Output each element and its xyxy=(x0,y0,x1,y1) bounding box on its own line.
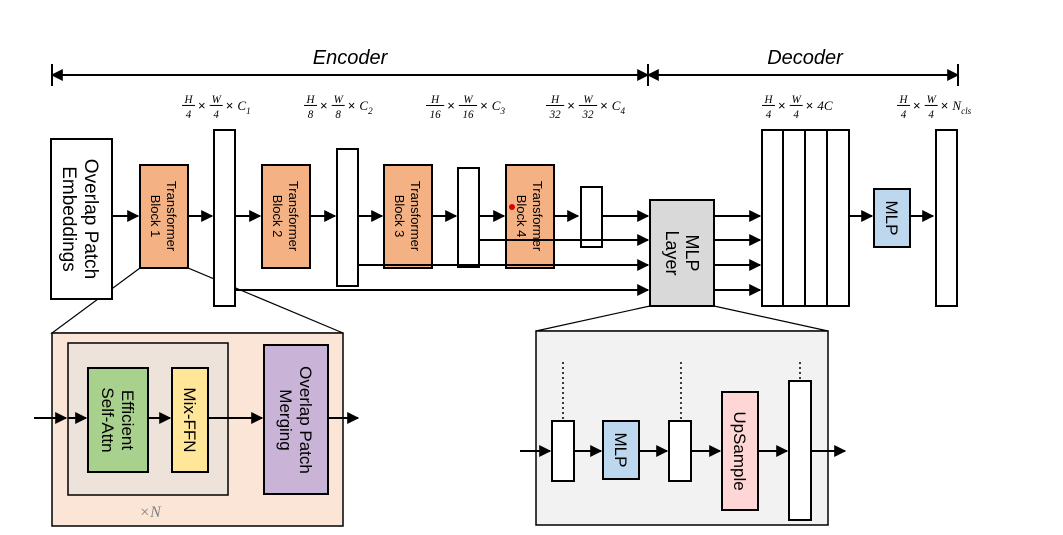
efficient-self-attn: Efficient Self-Attn xyxy=(87,367,149,473)
frac-w-den: 4 xyxy=(213,109,219,121)
frac-h-num: H xyxy=(430,94,440,106)
times-sign: × xyxy=(447,98,455,113)
times-sign: × xyxy=(320,98,328,113)
shape-label-s2: H8×W8×C2 xyxy=(304,94,373,121)
feature-map-1 xyxy=(213,129,236,307)
frac-h-den: 16 xyxy=(430,109,442,121)
times-sign: × xyxy=(198,98,206,113)
channel-label: C1 xyxy=(237,98,250,116)
times-sign: × xyxy=(348,98,356,113)
decoder-mlp: MLP xyxy=(602,420,640,480)
tb3-line1: Transformer xyxy=(408,181,423,252)
red-dot xyxy=(509,204,515,210)
shape-label-s1: H4×W4×C1 xyxy=(182,94,251,121)
tb4-line1: Transformer xyxy=(530,181,545,252)
frac-h-num: H xyxy=(184,94,194,106)
frac-w-num: W xyxy=(927,94,938,106)
decoder-input-feature xyxy=(551,420,575,482)
frac-h-num: H xyxy=(764,94,774,106)
frac-w-num: W xyxy=(583,94,594,106)
frac-w-den: 8 xyxy=(335,109,341,121)
opm-line2: Merging xyxy=(276,389,295,450)
frac-h-den: 4 xyxy=(186,109,192,121)
feature-map-3 xyxy=(457,167,480,268)
frac-w-num: W xyxy=(463,94,474,106)
tb1-line1: Transformer xyxy=(164,181,179,252)
tb1-line2: Block 1 xyxy=(148,195,163,238)
decoder-projected-feature xyxy=(668,420,692,482)
upsample: UpSample xyxy=(721,391,759,511)
transformer-block-4: Transformer Block 4 xyxy=(505,164,555,269)
times-sign: × xyxy=(567,98,575,113)
frac-w-num: W xyxy=(792,94,803,106)
tb4-line2: Block 4 xyxy=(514,195,529,238)
times-sign: × xyxy=(806,98,814,113)
ope-line1: Overlap Patch xyxy=(80,159,101,279)
tb2-line1: Transformer xyxy=(286,181,301,252)
channel-label: C3 xyxy=(492,98,506,116)
frac-h-num: H xyxy=(306,94,316,106)
overlap-patch-merging: Overlap Patch Merging xyxy=(263,344,329,495)
concatenated-features xyxy=(761,129,850,307)
transformer-block-2: Transformer Block 2 xyxy=(261,164,311,269)
shape-label-s4: H 32 × W 32 × C4 xyxy=(546,94,625,121)
times-sign: × xyxy=(600,98,608,113)
times-sign: × xyxy=(913,98,921,113)
feature-map-2 xyxy=(336,148,359,287)
frac-w-den: 4 xyxy=(793,109,799,121)
ope-line2: Embeddings xyxy=(58,166,79,272)
channel-label: C4 xyxy=(612,98,626,116)
segmentation-output xyxy=(935,129,958,307)
decoder-title: Decoder xyxy=(767,47,844,69)
tb3-line2: Block 3 xyxy=(392,195,407,238)
decoder-zoom-wedge xyxy=(535,305,829,332)
mlp-head: MLP xyxy=(873,188,911,248)
times-sign: × xyxy=(941,98,949,113)
decoder-span xyxy=(646,64,960,86)
mlp-layer: MLP Layer xyxy=(649,199,715,307)
channel-label: C2 xyxy=(359,98,373,116)
overlap-patch-embeddings: Overlap Patch Embeddings xyxy=(50,138,113,300)
shape-label-s3: H 16 × W 16 × C3 xyxy=(426,94,505,121)
shape-label-s6: H4×W4×Ncls xyxy=(897,94,972,121)
frac-h-num: H xyxy=(899,94,909,106)
esa-line1: Efficient xyxy=(118,390,137,450)
frac-h-den: 32 xyxy=(549,109,562,121)
frac-h-den: 4 xyxy=(766,109,772,121)
channel-label: 4C xyxy=(817,98,833,113)
frac-w-num: W xyxy=(334,94,345,106)
decoder-mlp-label: MLP xyxy=(611,433,630,468)
frac-h-den: 8 xyxy=(308,109,314,121)
mlp-head-label: MLP xyxy=(882,201,901,236)
upsample-label: UpSample xyxy=(730,411,749,490)
opm-line1: Overlap Patch xyxy=(296,366,315,474)
mlp-layer-line1: MLP xyxy=(682,234,702,271)
channel-label: Ncls xyxy=(951,98,971,116)
mlp-layer-line2: Layer xyxy=(662,230,682,275)
encoder-span xyxy=(50,64,650,86)
frac-h-den: 4 xyxy=(901,109,907,121)
frac-w-num: W xyxy=(212,94,223,106)
times-sign: × xyxy=(778,98,786,113)
frac-w-den: 4 xyxy=(928,109,934,121)
repeat-n-label: ×N xyxy=(139,504,162,521)
encoder-title: Encoder xyxy=(313,47,389,69)
times-sign: × xyxy=(480,98,488,113)
frac-w-den: 32 xyxy=(581,109,594,121)
frac-h-num: H xyxy=(550,94,560,106)
mix-ffn: Mix-FFN xyxy=(171,367,209,473)
feature-map-4 xyxy=(580,186,603,248)
tb2-line2: Block 2 xyxy=(270,195,285,238)
frac-w-den: 16 xyxy=(462,109,474,121)
times-sign: × xyxy=(226,98,234,113)
esa-line2: Self-Attn xyxy=(98,387,117,452)
decoder-upsampled-feature xyxy=(788,380,812,521)
transformer-block-3: Transformer Block 3 xyxy=(383,164,433,269)
mix-ffn-label: Mix-FFN xyxy=(180,387,199,452)
transformer-block-1: Transformer Block 1 xyxy=(139,164,189,269)
shape-label-s5: H4×W4×4C xyxy=(762,94,833,121)
